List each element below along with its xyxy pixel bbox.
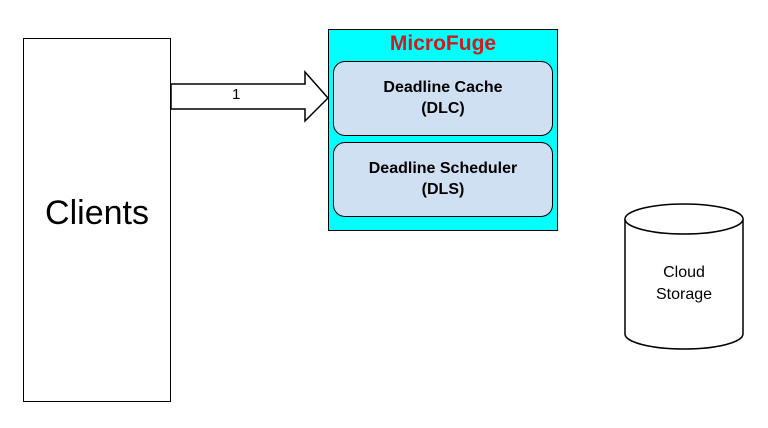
deadline-scheduler-name: Deadline Scheduler [368,159,518,177]
clients-box [23,38,171,402]
deadline-scheduler-abbr: (DLS) [421,180,465,198]
clients-label: Clients [45,194,149,232]
arrow-label: 1 [232,86,241,103]
cloud-storage-label: Cloud Storage [625,262,743,305]
deadline-scheduler-module: Deadline Scheduler (DLS) [333,142,553,217]
request-arrow [170,70,330,123]
microfuge-title: MicroFuge [389,32,497,55]
cloud-storage-line1: Cloud [663,264,705,281]
cloud-storage-cylinder [624,203,744,350]
deadline-cache-name: Deadline Cache [383,78,503,96]
cloud-storage-line2: Storage [655,285,713,303]
deadline-cache-module: Deadline Cache (DLC) [333,61,553,136]
deadline-cache-abbr: (DLC) [421,99,465,117]
